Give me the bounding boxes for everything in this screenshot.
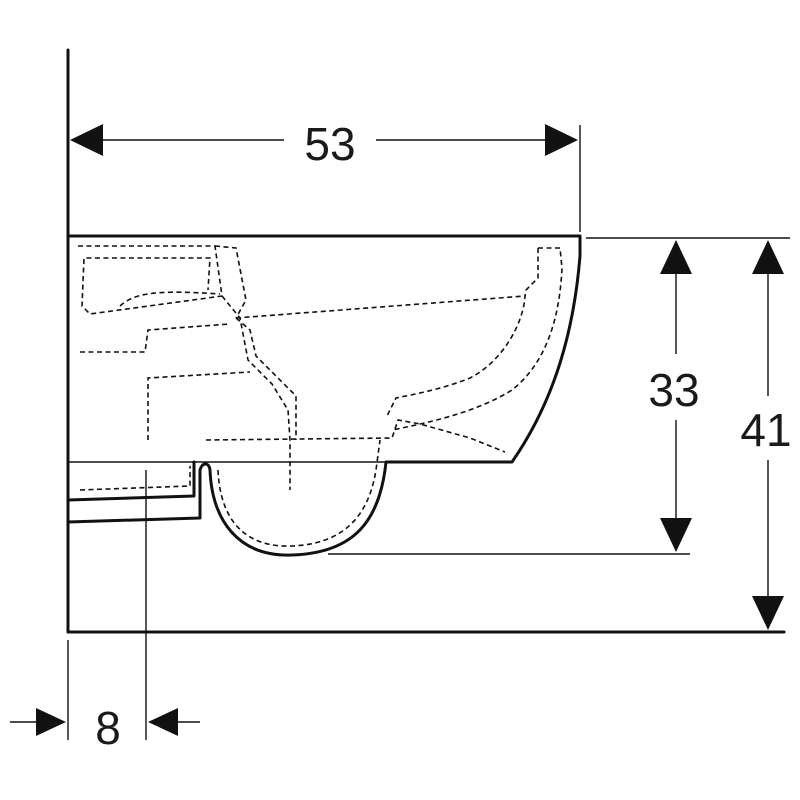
outlet-stub xyxy=(66,460,196,502)
rim-channel-right xyxy=(214,245,247,319)
arrow-right-icon xyxy=(545,124,578,156)
siphon-outer xyxy=(205,419,506,453)
bowl-back-wall xyxy=(391,247,563,431)
total-height-label: 41 xyxy=(740,404,791,456)
hidden-contours xyxy=(78,245,563,547)
dimension-total-height: 41 xyxy=(740,240,792,630)
extension-lines xyxy=(67,125,790,740)
dimension-wall-offset: 8 xyxy=(10,702,200,754)
arrow-up-icon xyxy=(660,240,692,274)
depth-label: 53 xyxy=(304,118,355,170)
wall-and-floor xyxy=(66,48,786,634)
arrow-up-icon xyxy=(752,240,784,274)
flush-pipe xyxy=(119,291,221,307)
siphon-bowl xyxy=(217,439,381,547)
bowl-inner-wall xyxy=(385,248,539,419)
wall-offset-label: 8 xyxy=(95,702,121,754)
arrow-down-icon xyxy=(752,596,784,630)
outlet-hidden xyxy=(79,466,191,491)
rim-channel-inner xyxy=(78,245,223,315)
toilet-outline xyxy=(66,234,582,557)
rim-line xyxy=(235,295,526,319)
inlet-step xyxy=(147,371,251,440)
dimension-depth: 53 xyxy=(70,118,578,170)
arrow-right-icon xyxy=(36,708,66,736)
arrow-down-icon xyxy=(660,518,692,552)
arrow-left-icon xyxy=(148,708,178,736)
inlet-duct xyxy=(80,323,231,353)
arrow-left-icon xyxy=(70,124,103,156)
dimension-rim-height: 33 xyxy=(648,240,700,552)
bowl-outline xyxy=(66,234,582,557)
trap-front xyxy=(221,295,291,490)
rim-height-label: 33 xyxy=(648,364,699,416)
